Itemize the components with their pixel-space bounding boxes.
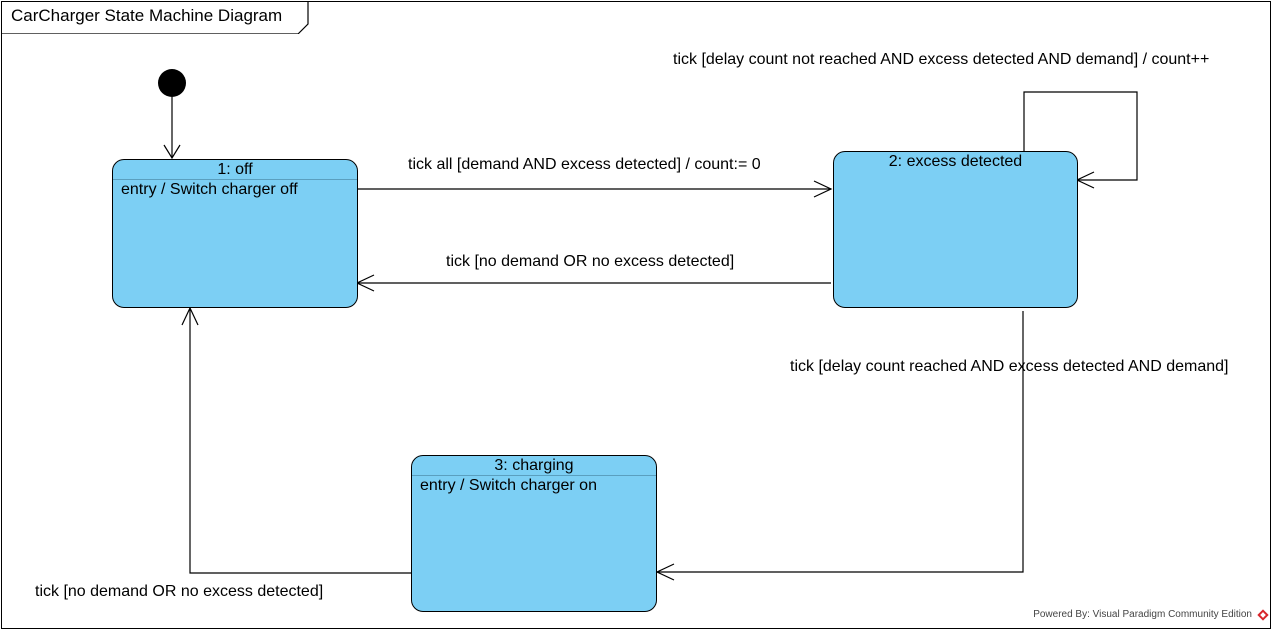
state-off[interactable]: 1: off entry / Switch charger off: [112, 159, 358, 308]
state-charging[interactable]: 3: charging entry / Switch charger on: [411, 455, 657, 612]
label-excess-to-off: tick [no demand OR no excess detected]: [446, 253, 735, 270]
state-charging-name: 3: charging: [494, 457, 574, 474]
visual-paradigm-logo-icon: [1257, 609, 1269, 621]
title-tab: [1, 1, 309, 34]
transition-excess-to-charging: [655, 311, 1024, 581]
label-excess-to-charging: tick [delay count reached AND excess det…: [790, 358, 1229, 375]
transition-excess-to-off: [355, 274, 831, 292]
state-excess-detected-name: 2: excess detected: [888, 153, 1023, 170]
label-off-to-excess: tick all [demand AND excess detected] / …: [408, 156, 761, 173]
label-charging-to-off: tick [no demand OR no excess detected]: [35, 583, 324, 600]
initial-transition: [163, 97, 181, 160]
state-charging-divider: [412, 475, 656, 476]
diagram-title: CarCharger State Machine Diagram: [11, 6, 283, 25]
state-excess-detected[interactable]: 2: excess detected: [833, 151, 1078, 308]
transition-charging-to-off: [181, 306, 411, 574]
label-excess-self-loop: tick [delay count not reached AND excess…: [673, 51, 1210, 68]
state-off-divider: [113, 179, 357, 180]
transition-off-to-excess: [357, 180, 833, 198]
initial-pseudostate: [158, 69, 186, 97]
powered-by-footer: Powered By: Visual Paradigm Community Ed…: [1033, 609, 1252, 620]
state-off-entry-action: entry / Switch charger off: [121, 181, 298, 198]
state-charging-entry-action: entry / Switch charger on: [420, 477, 597, 494]
state-off-name: 1: off: [217, 161, 253, 178]
